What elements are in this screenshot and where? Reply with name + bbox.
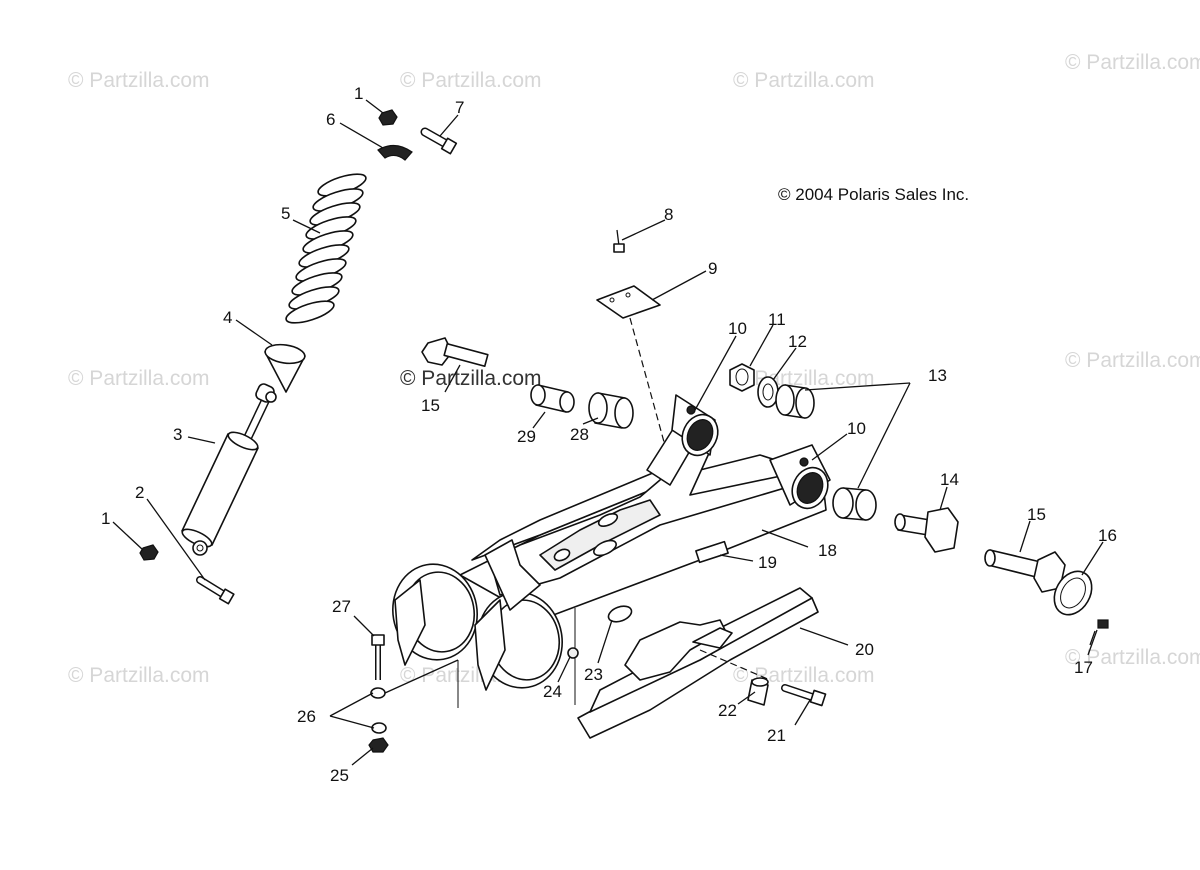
watermark: © Partzilla.com: [1065, 646, 1200, 669]
watermark-dark: © Partzilla.com: [400, 367, 542, 390]
callout-9: 9: [708, 259, 717, 278]
pivot-bolt-part: [421, 337, 489, 368]
watermark: © Partzilla.com: [68, 367, 210, 390]
lower-bushing-part: [832, 487, 877, 521]
callout-3: 3: [173, 425, 182, 444]
callout-16: 16: [1098, 526, 1117, 545]
leader-lines: [112, 99, 1104, 766]
watermark: © Partzilla.com: [733, 69, 875, 92]
decal-part: [695, 540, 729, 564]
callout-6: 6: [326, 110, 335, 129]
callout-29: 29: [517, 427, 536, 446]
shock-bolt-part: [196, 576, 235, 605]
callout-17: 17: [1074, 658, 1093, 677]
watermark: © Partzilla.com: [68, 69, 210, 92]
coil-spring-part: [285, 173, 367, 324]
watermarks: © Partzilla.com © Partzilla.com © Partzi…: [68, 51, 1200, 687]
nut-top-part: [378, 109, 398, 126]
cover-plate-part: [596, 285, 661, 319]
axle-fasteners: [368, 634, 459, 753]
callout-19: 19: [758, 553, 777, 572]
callout-18: 18: [818, 541, 837, 560]
shock-assembly: [139, 109, 458, 605]
callout-22: 22: [718, 701, 737, 720]
callout-24: 24: [543, 682, 562, 701]
callout-8: 8: [664, 205, 673, 224]
small-nut-part: [567, 647, 579, 659]
callout-23: 23: [584, 665, 603, 684]
callout-26: 26: [297, 707, 316, 726]
callout-2: 2: [135, 483, 144, 502]
callout-11: 11: [768, 310, 786, 329]
callout-labels: 1 1 2 3 4 5 6 7 8 9 10 10 11 12 13 14 15…: [101, 84, 1117, 785]
callout-27: 27: [332, 597, 351, 616]
shock-absorber-part: [181, 383, 277, 556]
callout-25: 25: [330, 766, 349, 785]
callout-15: 15: [1027, 505, 1046, 524]
upper-bushing-part: [775, 384, 815, 419]
callout-5: 5: [281, 204, 290, 223]
callout-7: 7: [455, 98, 464, 117]
callout-14: 14: [940, 470, 959, 489]
axle-washer-part: [370, 687, 386, 699]
chain-slider-assembly: [577, 587, 827, 739]
axle-nut-part: [368, 737, 389, 753]
spring-retainer-part: [377, 144, 413, 161]
bolt-part: [420, 127, 458, 155]
lock-plate-part: [1053, 570, 1093, 616]
callout-4: 4: [223, 308, 232, 327]
callout-10b: 10: [847, 419, 866, 438]
nut-bottom-part: [139, 544, 159, 561]
pivot-parts: [421, 337, 1109, 646]
callout-10: 10: [728, 319, 747, 338]
bushing-part: [530, 384, 575, 413]
washer-part: [757, 376, 779, 408]
sleeve-part: [588, 392, 634, 429]
lower-pivot-bolt-part: [894, 507, 959, 553]
callout-15b: 15: [421, 396, 440, 415]
callout-12: 12: [788, 332, 807, 351]
watermark: © Partzilla.com: [400, 69, 542, 92]
bump-stop-part: [264, 343, 306, 393]
callout-20: 20: [855, 640, 874, 659]
lock-plate-bolt-part: [1089, 619, 1109, 646]
axle-bolt-part: [371, 634, 385, 646]
slider-bolt-part: [781, 684, 827, 707]
watermark: © Partzilla.com: [1065, 51, 1200, 74]
watermark: © Partzilla.com: [68, 664, 210, 687]
axle-clamp-part: [392, 539, 563, 691]
long-pivot-bolt-part: [984, 549, 1066, 593]
copyright-text: © 2004 Polaris Sales Inc.: [778, 185, 969, 204]
watermark: © Partzilla.com: [1065, 349, 1200, 372]
callout-1: 1: [354, 84, 363, 103]
callout-13: 13: [928, 366, 947, 385]
callout-21: 21: [767, 726, 786, 745]
callout-28: 28: [570, 425, 589, 444]
swing-arm-assembly: [392, 229, 831, 708]
plate-bolt-part: [613, 229, 625, 253]
callout-1b: 1: [101, 509, 110, 528]
pivot-nut-part: [729, 363, 755, 392]
